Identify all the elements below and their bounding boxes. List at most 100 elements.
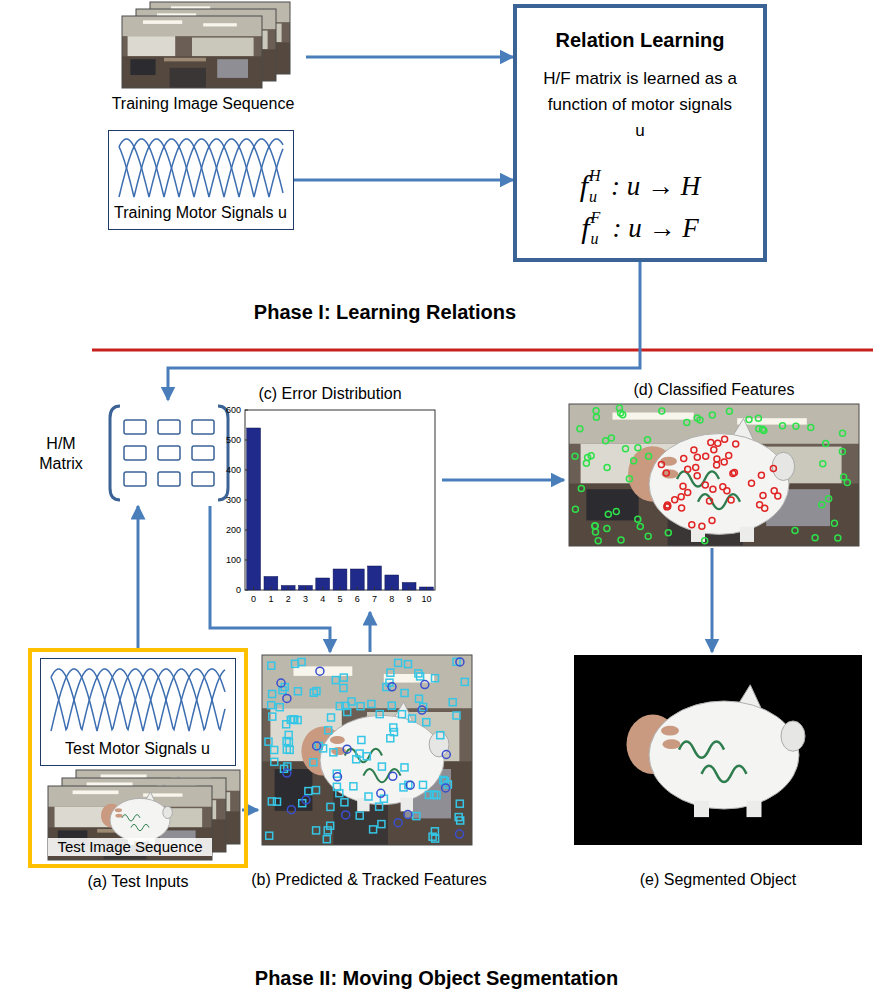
background-feature — [792, 528, 798, 534]
background-feature — [812, 535, 818, 541]
matrix-cell — [124, 446, 146, 460]
tracked-feature — [461, 678, 468, 685]
axis-tick: 1 — [261, 593, 281, 605]
predicted-feature — [283, 694, 291, 702]
object-feature — [694, 454, 700, 460]
object-feature — [699, 523, 705, 529]
predicted-feature — [277, 679, 285, 687]
tracked-feature — [265, 738, 272, 745]
tracked-feature — [283, 738, 290, 745]
motor-wave — [51, 669, 225, 730]
tracked-feature — [363, 753, 370, 760]
caption: (e) Segmented Object — [570, 870, 866, 890]
tracked-feature — [340, 674, 347, 681]
axis-tick: 10 — [416, 593, 436, 605]
axis-tick: 5 — [330, 593, 350, 605]
object-feature — [760, 492, 766, 498]
tracked-feature — [283, 721, 290, 728]
tracked-feature — [341, 799, 348, 806]
tracked-feature — [305, 788, 312, 795]
predicted-feature — [404, 811, 412, 819]
object-feature — [689, 522, 695, 528]
background-feature — [635, 445, 641, 451]
histogram-bar — [333, 569, 347, 590]
predicted-feature — [388, 683, 396, 691]
tracked-feature — [401, 690, 408, 697]
tracked-feature — [391, 729, 398, 736]
background-feature — [835, 535, 841, 541]
tracked-feature — [350, 783, 357, 790]
tracked-feature — [313, 827, 320, 834]
background-feature — [702, 538, 708, 544]
tracked-feature — [336, 703, 343, 710]
motor-wave — [51, 669, 225, 731]
background-feature — [665, 530, 671, 536]
predicted-feature — [406, 781, 414, 789]
axis-tick: 200 — [218, 524, 241, 536]
background-feature — [604, 526, 610, 532]
axis-tick: 500 — [218, 434, 241, 446]
plot-frame — [245, 410, 435, 590]
tracked-feature — [395, 659, 402, 666]
tracked-feature — [387, 669, 394, 676]
tracked-feature — [313, 688, 320, 695]
tracked-feature — [437, 732, 444, 739]
matrix-cell — [158, 472, 180, 486]
object-feature — [694, 473, 700, 479]
background-feature — [709, 412, 715, 418]
background-feature — [844, 479, 850, 485]
flow-arrow — [168, 262, 640, 400]
matrix-node: H/M Matrix — [28, 400, 236, 506]
flow-arrow — [306, 56, 513, 59]
caption: Test Image Sequence — [48, 838, 212, 856]
background-feature — [616, 405, 622, 411]
flow-arrow — [442, 479, 564, 482]
object-feature — [728, 497, 734, 503]
background-feature — [793, 423, 799, 429]
background-feature — [593, 408, 599, 414]
caption: Training Motor Signals u — [109, 203, 292, 223]
background-feature — [755, 415, 761, 421]
predicted-feature — [302, 796, 310, 804]
axis-tick: 0 — [244, 593, 264, 605]
background-feature — [646, 453, 652, 459]
image-node: (d) Classified Features — [564, 380, 864, 548]
object-feature — [708, 440, 714, 446]
superscript: F — [591, 210, 601, 226]
background-feature — [831, 520, 837, 526]
object-feature — [733, 441, 739, 447]
tracked-feature — [330, 749, 337, 756]
predicted-feature — [342, 811, 350, 819]
tracked-feature — [327, 803, 334, 810]
tracked-feature — [378, 821, 385, 828]
object-feature — [715, 440, 721, 446]
tracked-feature — [353, 756, 360, 763]
histogram-bar — [316, 578, 330, 590]
histogram-bar — [247, 428, 261, 590]
matrix-cell — [124, 472, 146, 486]
tracked-feature — [417, 673, 424, 680]
axis-tick: 8 — [382, 593, 402, 605]
object-feature — [707, 498, 713, 504]
axis-tick: 100 — [218, 554, 241, 566]
tracked-feature — [357, 703, 364, 710]
background-feature — [726, 408, 732, 414]
background-feature — [840, 430, 846, 436]
predicted-feature — [456, 658, 464, 666]
segmented-object-image — [570, 652, 866, 896]
flow-arrow — [137, 506, 140, 648]
background-feature — [780, 423, 786, 429]
object-feature — [762, 505, 768, 511]
motor-wave — [119, 139, 283, 197]
tracked-feature — [313, 787, 320, 794]
background-feature — [841, 474, 847, 480]
background-feature — [839, 449, 845, 455]
subscript: u — [591, 231, 599, 247]
tracked-feature — [333, 783, 340, 790]
background-feature — [826, 496, 832, 502]
tracked-feature — [358, 737, 365, 744]
caption: (b) Predicted & Tracked Features — [238, 870, 500, 890]
image-node: (e) Segmented Object — [570, 652, 866, 896]
tracked-feature — [324, 827, 331, 834]
background-feature — [605, 511, 611, 517]
